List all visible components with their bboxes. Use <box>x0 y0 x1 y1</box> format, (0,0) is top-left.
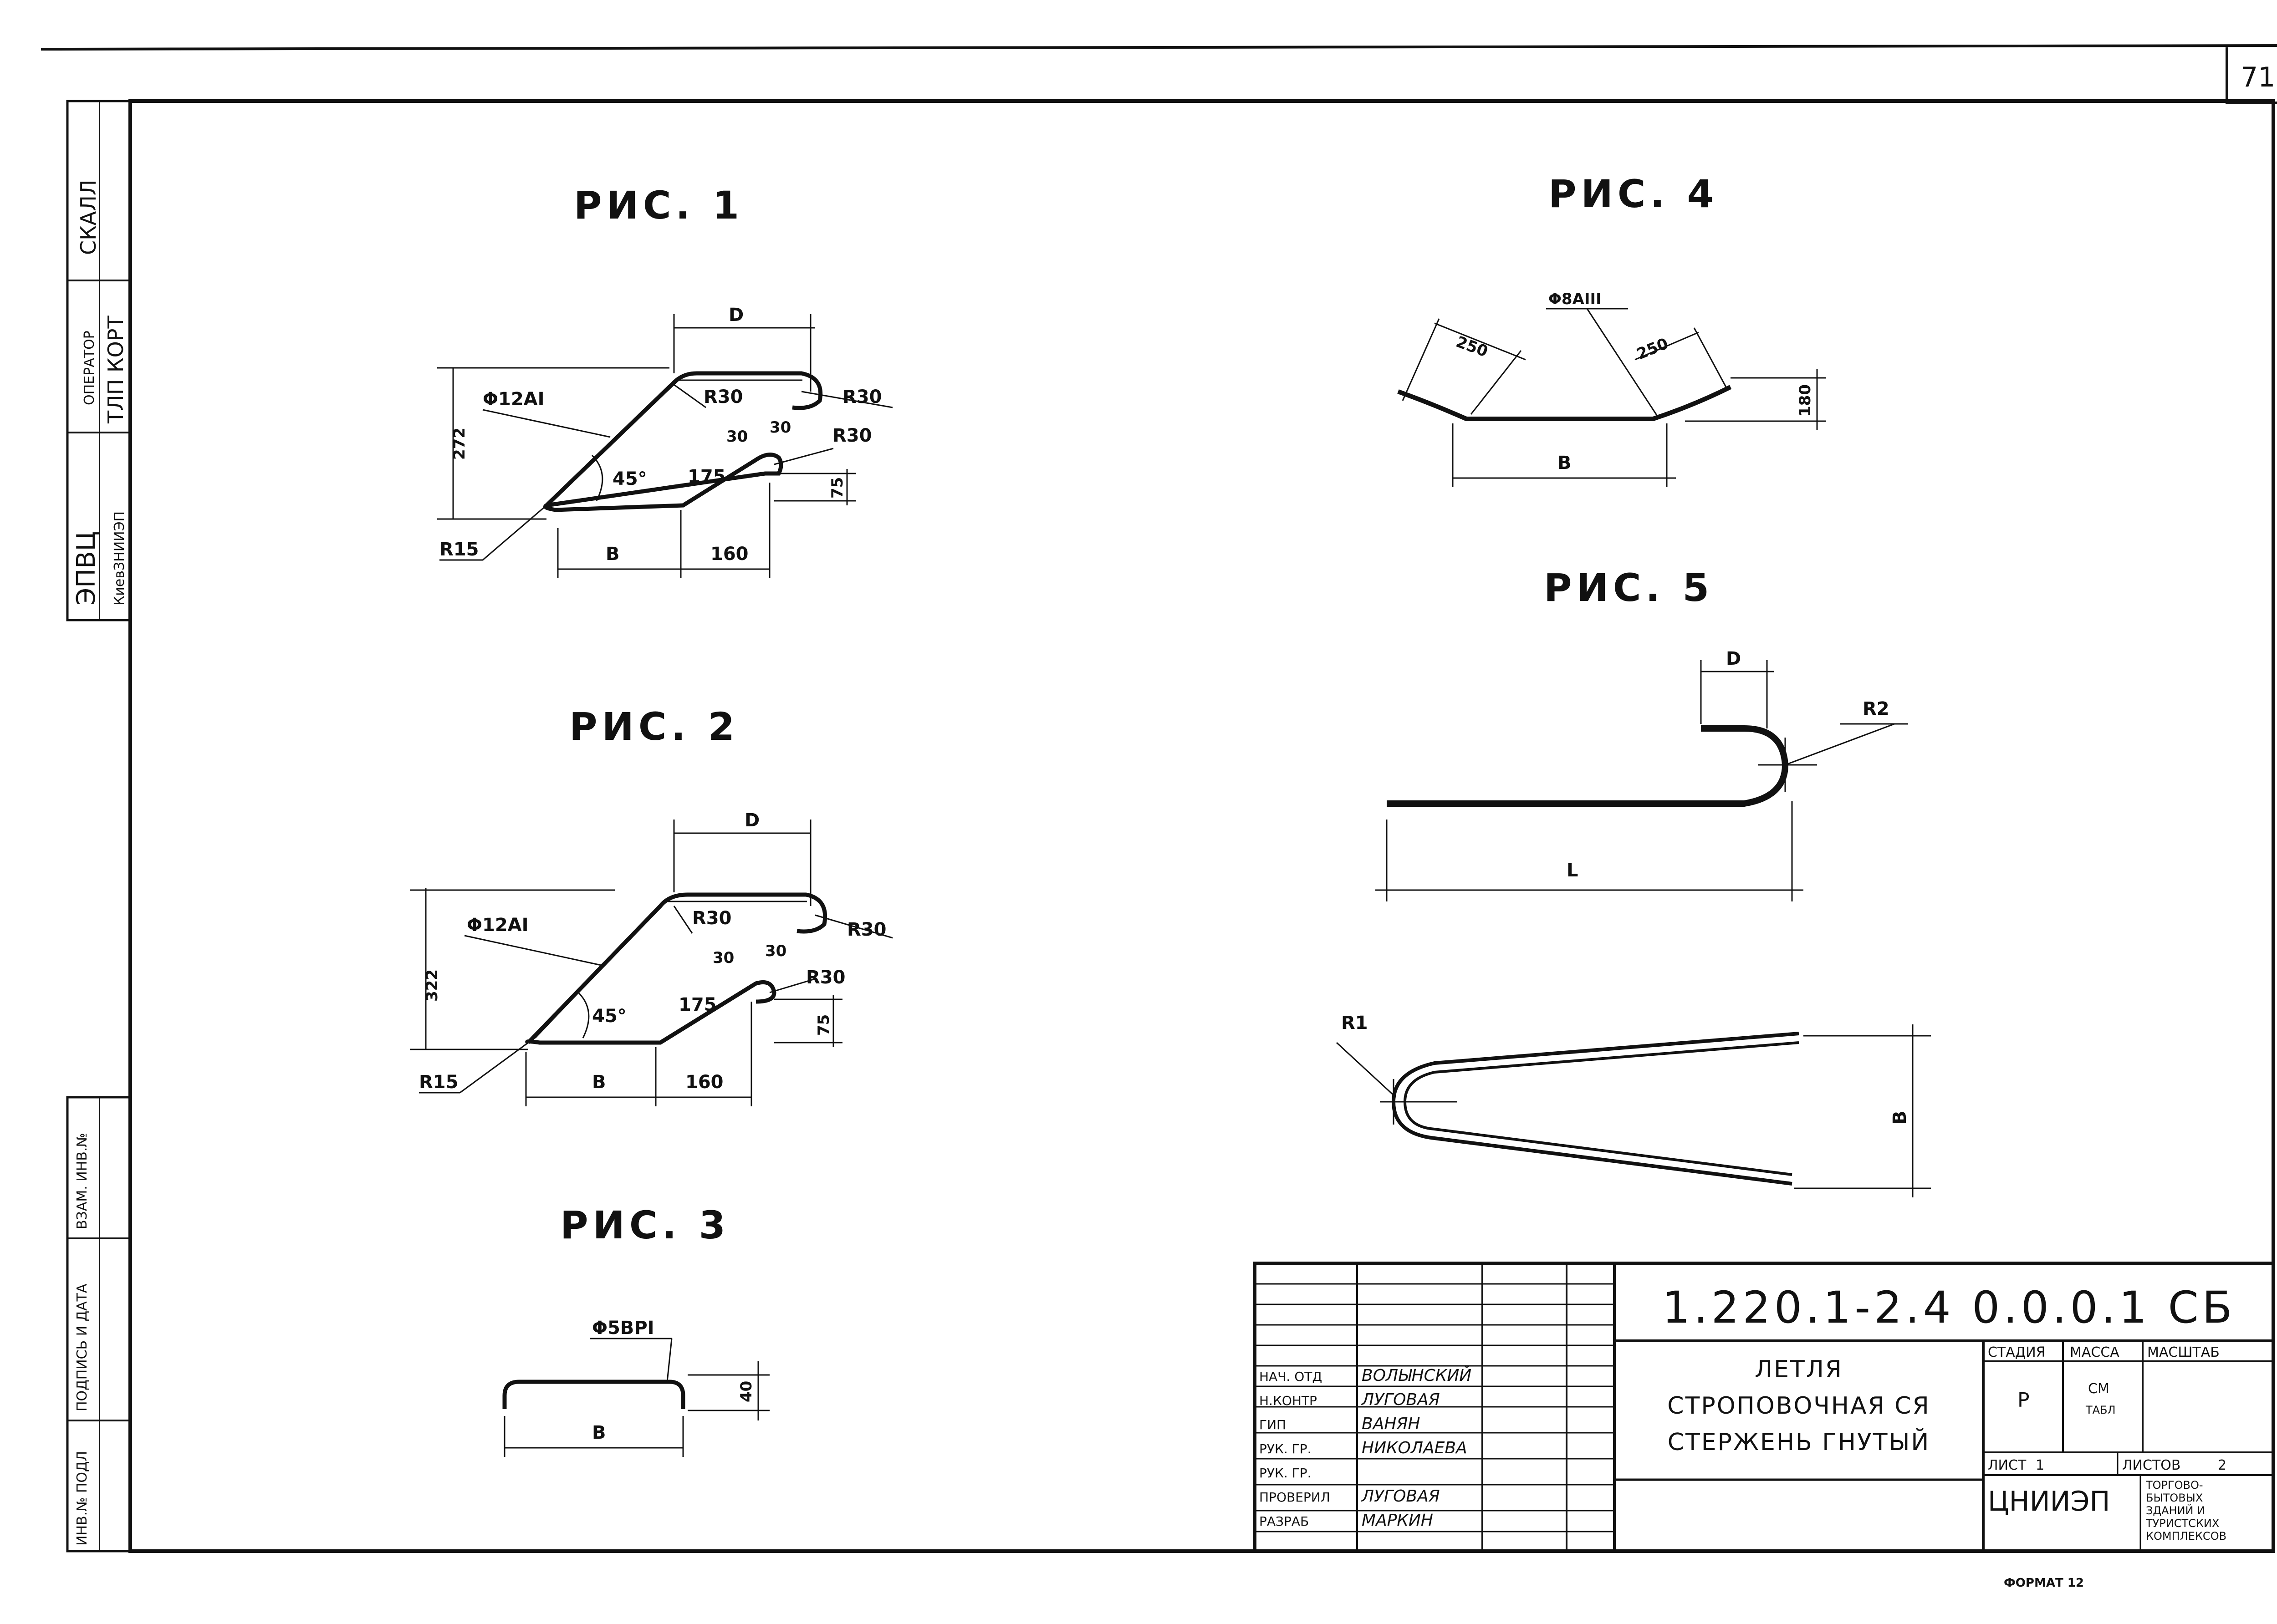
side-stamp: ЭПВЦ КиевЗНИИЭП ОПЕРАТОР ТЛП КОРТ СКАЛЛ <box>66 100 132 621</box>
fig3-h: 40 <box>737 1381 756 1402</box>
fig5-L: L <box>1567 860 1578 881</box>
fig2-d30a: 30 <box>713 949 734 967</box>
fig1-r15: R15 <box>439 539 479 560</box>
fig2-len: 175 <box>679 994 717 1015</box>
person-name: НИКОЛАЕВА <box>1362 1439 1467 1457</box>
fig4-B: B <box>1557 453 1572 473</box>
side-org1: ЭПВЦ <box>71 531 101 606</box>
scale-header: МАСШТАБ <box>2147 1344 2220 1360</box>
fig1-h: 272 <box>450 428 469 460</box>
fig2-w: 160 <box>685 1072 724 1093</box>
org-sub-3: ЗДАНИЙ И <box>2146 1504 2205 1517</box>
person-name: ВАНЯН <box>1362 1415 1420 1433</box>
side-org1-sub: КиевЗНИИЭП <box>112 511 128 606</box>
fig4-title: РИС. 4 <box>1548 172 1718 216</box>
col-vzam-inv: ВЗАМ. ИНВ.№ <box>74 1133 90 1229</box>
fig3-title: РИС. 3 <box>560 1203 730 1247</box>
fig2-angle: 45° <box>592 1006 627 1027</box>
fig2-B: B <box>592 1072 606 1093</box>
fig2-d75: 75 <box>815 1014 833 1036</box>
fig1-title: РИС. 1 <box>574 183 744 228</box>
fig1-B: B <box>606 544 620 565</box>
name-line-3: СТЕРЖЕНЬ ГНУТЫЙ <box>1668 1428 1930 1456</box>
person-role: ГИП <box>1259 1417 1286 1432</box>
org-sub-2: БЫТОВЫХ <box>2146 1492 2203 1504</box>
fig1-d75: 75 <box>828 477 847 499</box>
fig5-r1: R1 <box>1341 1013 1368 1033</box>
person-name: МАРКИН <box>1362 1511 1433 1530</box>
figure-5: РИС. 5 D R2 L R1 B <box>1336 565 1931 1197</box>
person-role: НАЧ. ОТД <box>1259 1369 1322 1384</box>
sheet-number: 71 <box>2241 61 2275 93</box>
person-role: ПРОВЕРИЛ <box>1259 1490 1330 1505</box>
fig5-D: D <box>1726 648 1741 669</box>
fig1-D: D <box>729 305 744 326</box>
person-role: РУК. ГР. <box>1259 1441 1312 1456</box>
fig2-r15: R15 <box>419 1072 458 1093</box>
fig1-r30a: R30 <box>704 387 743 407</box>
name-line-1: ЛЕТЛЯ <box>1755 1356 1843 1383</box>
fig2-bar: Φ12AI <box>467 915 529 936</box>
sheet-label: ЛИСТ <box>1988 1457 2027 1473</box>
fig2-r30c: R30 <box>806 967 845 988</box>
name-line-2: СТРОПОВОЧНАЯ СЯ <box>1667 1392 1930 1420</box>
org-name: ЦНИИЭП <box>1988 1486 2110 1517</box>
side-scan-label: СКАЛЛ <box>76 180 101 255</box>
side-operator-label: ОПЕРАТОР <box>82 331 97 405</box>
fig1-len: 175 <box>688 466 726 487</box>
fig2-d30b: 30 <box>765 942 786 960</box>
person-name: ЛУГОВАЯ <box>1361 1390 1440 1409</box>
org-sub-4: ТУРИСТСКИХ <box>2145 1517 2219 1530</box>
mass-value-1: СМ <box>2088 1381 2109 1397</box>
col-podpis-data: ПОДПИСЬ И ДАТА <box>74 1283 90 1411</box>
sheets-label: ЛИСТОВ <box>2122 1457 2180 1473</box>
document-code: 1.220.1-2.4 0.0.0.1 СБ <box>1662 1282 2236 1333</box>
fig2-h: 322 <box>423 969 441 1002</box>
fig3-B: B <box>592 1422 606 1443</box>
main-frame <box>128 99 2275 1553</box>
title-block: НАЧ. ОТД ВОЛЫНСКИЙ Н.КОНТР ЛУГОВАЯ ГИП ВАНЯН Р… <box>1253 1262 2275 1553</box>
fig1-r30c: R30 <box>832 425 872 446</box>
person-name: ЛУГОВАЯ <box>1361 1487 1440 1506</box>
fig1-d30b: 30 <box>770 418 791 437</box>
stage-header: СТАДИЯ <box>1988 1344 2046 1360</box>
mass-header: МАССА <box>2070 1344 2119 1360</box>
side-operator-value: ТЛП КОРТ <box>103 315 128 424</box>
format-label: ФОРМАТ 12 <box>2004 1576 2084 1590</box>
person-role: РУК. ГР. <box>1259 1466 1312 1481</box>
left-columns: ИНВ.№ ПОДЛ ПОДПИСЬ И ДАТА ВЗАМ. ИНВ.№ <box>66 1096 132 1553</box>
fig5-title: РИС. 5 <box>1544 565 1714 610</box>
top-border-line <box>41 44 2277 51</box>
org-sub-1: ТОРГОВО- <box>2145 1479 2203 1492</box>
mass-value-2: ТАБЛ <box>2085 1404 2116 1416</box>
fig2-title: РИС. 2 <box>569 704 739 749</box>
stage-value: Р <box>2017 1389 2031 1412</box>
fig4-bar: Φ8AIII <box>1548 290 1602 308</box>
fig4-h: 180 <box>1796 384 1814 417</box>
fig3-bar: Φ5BPI <box>592 1318 654 1339</box>
fig5-r2: R2 <box>1863 698 1889 719</box>
org-sub-5: КОМПЛЕКСОВ <box>2146 1530 2226 1543</box>
fig1-d30a: 30 <box>726 428 748 446</box>
person-role: Н.КОНТР <box>1259 1393 1317 1408</box>
sheet-value: 1 <box>2036 1457 2044 1473</box>
fig1-bar: Φ12AI <box>483 389 545 410</box>
person-role: РАЗРАБ <box>1259 1514 1309 1529</box>
figure-2: РИС. 2 D 322 Φ12AI R30 R30 R30 30 30 45°… <box>410 704 893 1106</box>
col-inv-podl: ИНВ.№ ПОДЛ <box>74 1451 90 1546</box>
figure-1: РИС. 1 D 272 Φ12AI R30 R30 R30 30 30 45°… <box>437 183 893 578</box>
fig5-B: B <box>1889 1111 1910 1125</box>
sheets-value: 2 <box>2218 1457 2226 1473</box>
fig2-D: D <box>745 810 760 831</box>
fig1-w: 160 <box>710 544 749 565</box>
fig1-angle: 45° <box>613 468 647 489</box>
figure-3: РИС. 3 Φ5BPI 40 B <box>502 1203 770 1457</box>
fig2-r30a: R30 <box>692 908 731 929</box>
person-name: ВОЛЫНСКИЙ <box>1362 1366 1471 1385</box>
